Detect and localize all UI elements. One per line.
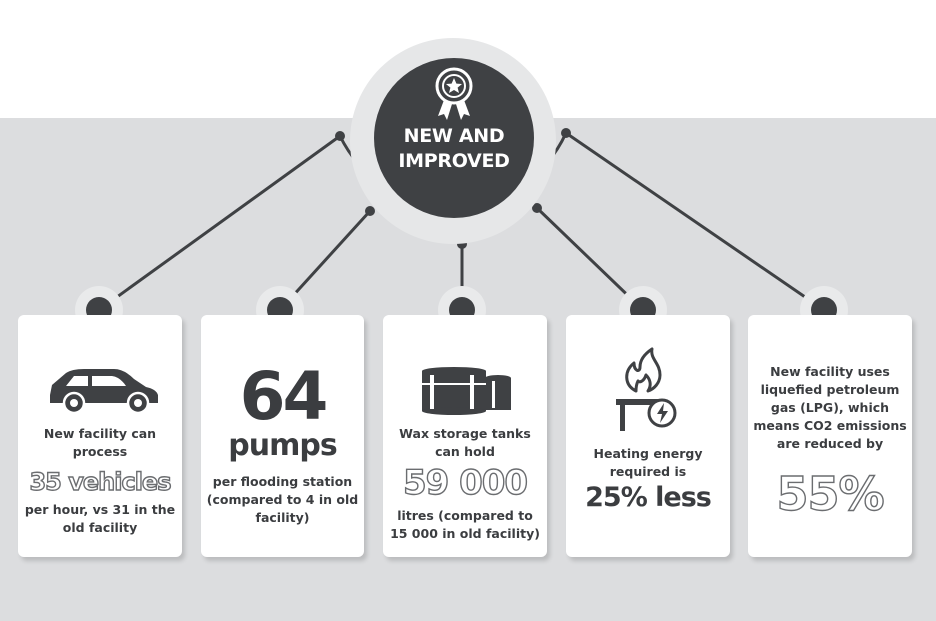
vehicles-highlight: 35 vehicles [29, 467, 172, 496]
stat-card-pumps: 64 pumps per flooding station (compared … [201, 315, 364, 557]
wax-intro: Wax storage tanks can hold [399, 426, 531, 459]
stat-card-heating-energy: Heating energy required is 25% less [566, 315, 730, 557]
hub-title: NEW AND IMPROVED [398, 125, 510, 172]
vehicles-detail: per hour, vs 31 in the old facility [24, 502, 176, 535]
vehicles-intro: New facility can process [43, 426, 157, 459]
pumps-detail: per flooding station (compared to 4 in o… [206, 474, 359, 525]
emissions-intro: New facility uses liquefied petroleum ga… [753, 364, 907, 451]
car-icon [50, 369, 158, 415]
flame-energy-icon [616, 347, 677, 431]
wax-detail: litres (compared to 15 000 in old facili… [390, 508, 540, 541]
pumps-number: 64 [239, 358, 329, 435]
storage-tanks-icon [422, 367, 511, 415]
heating-intro: Heating energy required is [593, 446, 703, 479]
stat-card-emissions: New facility uses liquefied petroleum ga… [748, 315, 912, 557]
stat-card-wax-storage: Wax storage tanks can hold 59 000 litres… [383, 315, 547, 557]
wax-highlight: 59 000 [402, 462, 529, 503]
emissions-highlight: 55% [776, 466, 886, 521]
heating-highlight: 25% less [585, 482, 712, 513]
pumps-highlight: pumps [228, 428, 337, 463]
award-ribbon-icon [435, 67, 473, 120]
hub-badge: NEW AND IMPROVED [374, 58, 534, 218]
stat-card-vehicles: New facility can process 35 vehicles per… [18, 315, 182, 557]
